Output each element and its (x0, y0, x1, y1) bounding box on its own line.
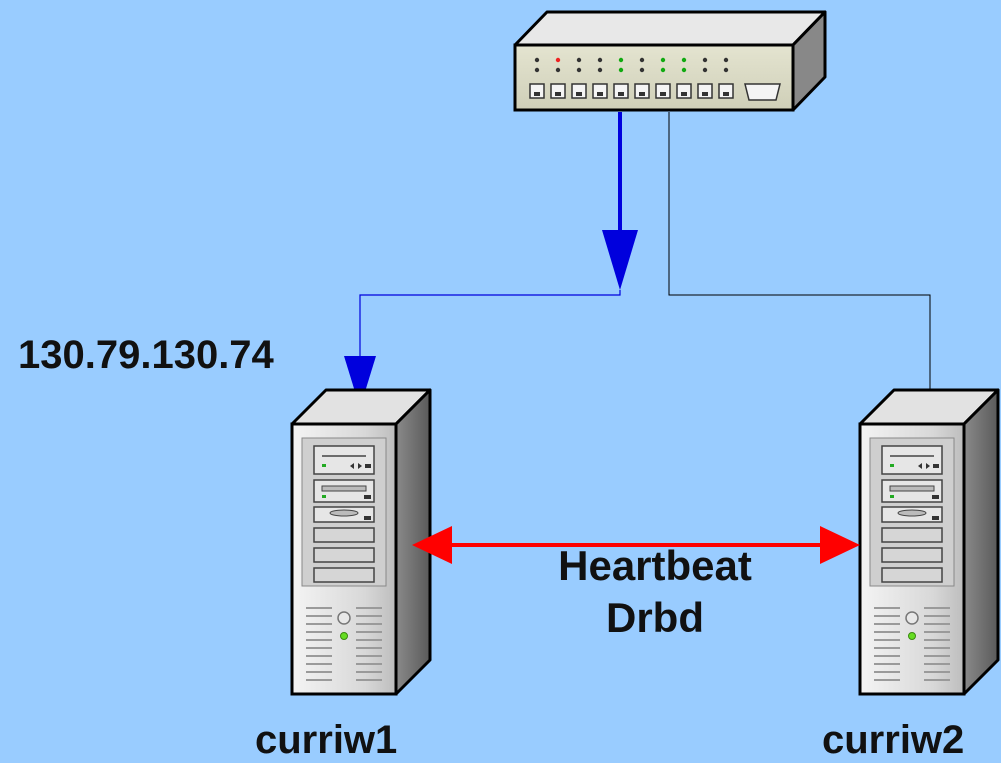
left-arrowhead-icon (412, 526, 452, 564)
down-arrow-icon (602, 230, 638, 290)
server1-link-line (359, 290, 621, 360)
heartbeat-link-arrow (412, 526, 860, 564)
tower-server-icon (858, 388, 1000, 696)
heartbeat-label-line1: Heartbeat (558, 542, 752, 589)
heartbeat-link-label: Heartbeat Drbd (540, 540, 770, 644)
server2-name: curriw2 (822, 718, 965, 762)
ip-address-label: 130.79.130.74 (18, 333, 274, 377)
down-arrow-icon (344, 356, 376, 408)
server2-link-line (668, 112, 931, 408)
network-switch-icon (513, 10, 827, 112)
tower-server-icon (290, 388, 432, 696)
right-arrowhead-icon (820, 526, 860, 564)
server1-name: curriw1 (255, 718, 398, 762)
heartbeat-label-line2: Drbd (606, 594, 704, 641)
